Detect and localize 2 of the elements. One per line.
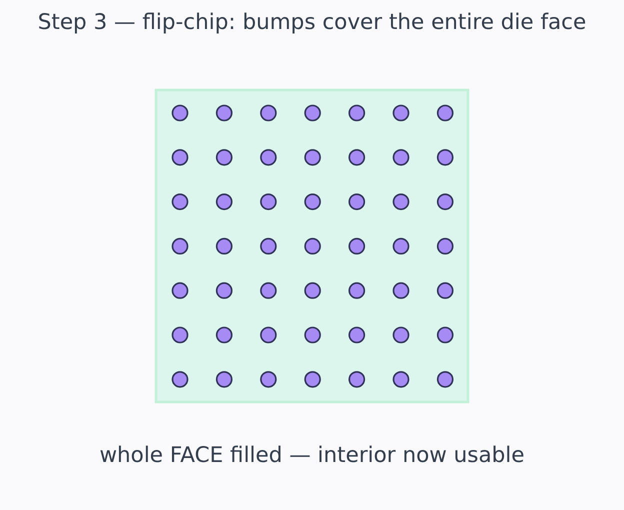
diagram-caption: whole FACE filled — interior now usable xyxy=(99,443,525,468)
diagram-title: Step 3 — flip-chip: bumps cover the entire die face xyxy=(38,10,586,35)
